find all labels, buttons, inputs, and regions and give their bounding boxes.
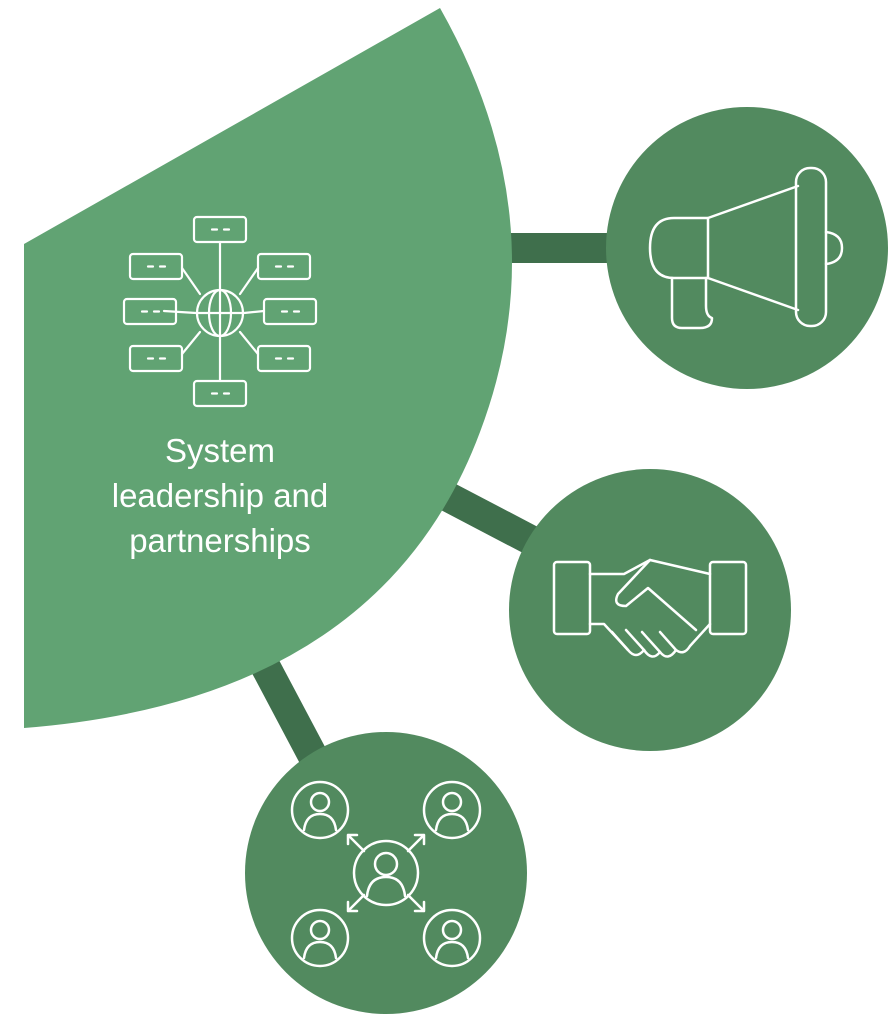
connector-people	[248, 652, 329, 768]
connectors	[248, 233, 620, 768]
node-people	[245, 732, 527, 1014]
node-handshake	[509, 469, 791, 751]
main-label: System leadership and partnerships	[60, 428, 380, 563]
network-globe-icon	[122, 215, 318, 408]
main-label-line-3: partnerships	[129, 522, 311, 559]
main-label-line-2: leadership and	[111, 477, 329, 514]
handshake-icon	[552, 558, 748, 658]
megaphone-icon	[648, 166, 844, 330]
node-megaphone	[606, 107, 888, 389]
connector-handshake	[428, 476, 547, 559]
main-petal	[24, 8, 512, 728]
main-label-line-1: System	[164, 432, 276, 469]
people-network-icon	[290, 780, 482, 968]
